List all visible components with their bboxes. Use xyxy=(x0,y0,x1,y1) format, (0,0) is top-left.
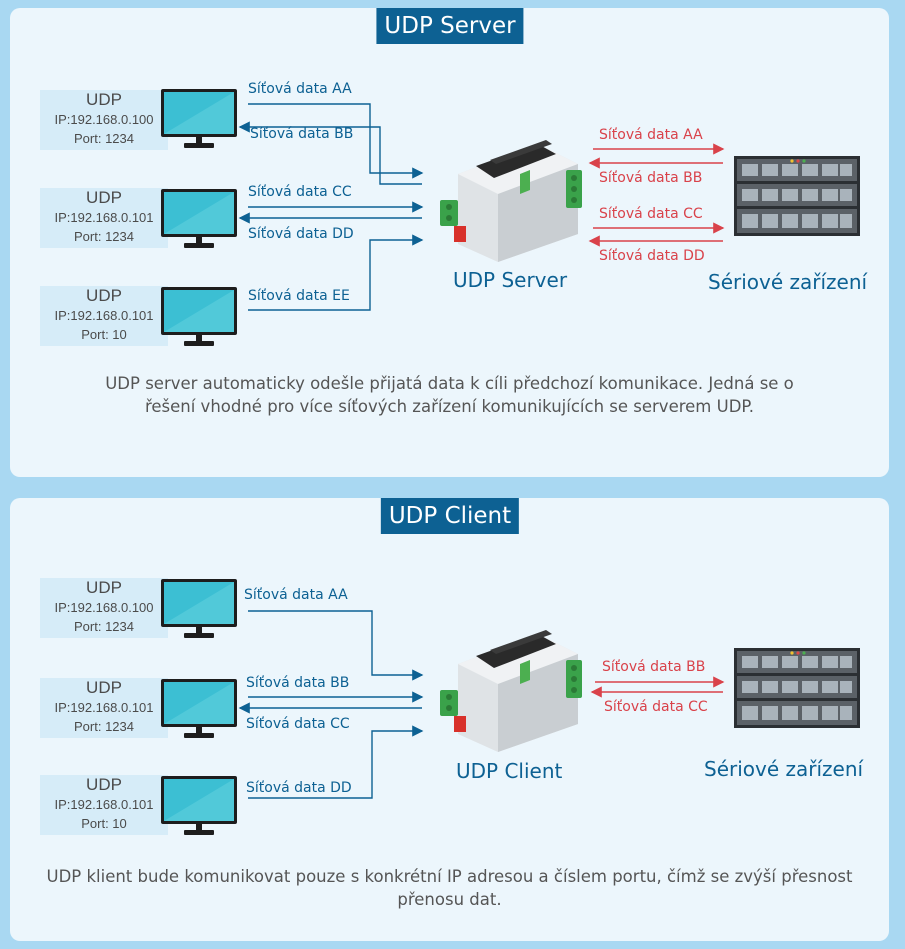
serial-device-label: Sériové zařízení xyxy=(708,270,868,294)
monitor-icon xyxy=(161,679,237,738)
host-2: UDP IP:192.168.0.101 Port: 1234 xyxy=(40,188,168,248)
net-label-cc: Síťová data CC xyxy=(246,716,350,732)
host-port: Port: 1234 xyxy=(74,719,134,734)
arrow-aa xyxy=(248,103,424,179)
host-port: Port: 10 xyxy=(81,816,127,831)
serial-label-bb: Síťová data BB xyxy=(599,170,703,186)
monitor-icon xyxy=(161,579,237,638)
monitor-icon xyxy=(161,189,237,248)
device-label: UDP Client xyxy=(456,759,563,783)
net-label-aa: Síťová data AA xyxy=(248,81,352,97)
serial-server-device-icon xyxy=(440,140,582,262)
description: UDP server automaticky odešle přijatá da… xyxy=(105,374,794,416)
monitor-icon xyxy=(161,89,237,148)
host-title: UDP xyxy=(86,286,122,305)
udp-server-panel: UDP Server UDP IP:192.168.0.100 xyxy=(10,8,889,477)
panel-title: UDP Client xyxy=(380,498,520,534)
host-ip: IP:192.168.0.101 xyxy=(54,308,154,323)
host-ip: IP:192.168.0.100 xyxy=(54,112,154,127)
serial-server-device-icon xyxy=(440,630,582,752)
host-ip: IP:192.168.0.100 xyxy=(54,600,154,615)
host-3: UDP IP:192.168.0.101 Port: 10 xyxy=(40,286,168,346)
host-3: UDP IP:192.168.0.101 Port: 10 xyxy=(40,775,168,835)
host-title: UDP xyxy=(86,775,122,794)
server-rack-icon xyxy=(734,648,860,728)
host-title: UDP xyxy=(86,188,122,207)
description: UDP klient bude komunikovat pouze s konk… xyxy=(46,867,853,909)
host-title: UDP xyxy=(86,578,122,597)
host-ip: IP:192.168.0.101 xyxy=(54,797,154,812)
host-port: Port: 1234 xyxy=(74,229,134,244)
host-2: UDP IP:192.168.0.101 Port: 1234 xyxy=(40,678,168,738)
host-port: Port: 1234 xyxy=(74,131,134,146)
net-label-bb: Síťová data BB xyxy=(246,675,350,691)
connection-lines xyxy=(238,103,725,311)
arrow-bb xyxy=(238,121,422,185)
serial-label-aa: Síťová data AA xyxy=(599,127,703,143)
host-title: UDP xyxy=(86,678,122,697)
connection-lines xyxy=(238,610,725,799)
serial-label-cc: Síťová data CC xyxy=(599,206,703,222)
monitor-icon xyxy=(161,776,237,835)
net-label-aa: Síťová data AA xyxy=(244,587,348,603)
net-label-dd: Síťová data DD xyxy=(248,226,354,242)
host-ip: IP:192.168.0.101 xyxy=(54,210,154,225)
serial-label-dd: Síťová data DD xyxy=(599,248,705,264)
host-1: UDP IP:192.168.0.100 Port: 1234 xyxy=(40,90,168,150)
serial-label-cc: Síťová data CC xyxy=(604,699,708,715)
monitor-icon xyxy=(161,287,237,346)
serial-label-bb: Síťová data BB xyxy=(602,659,706,675)
net-label-bb: Síťová data BB xyxy=(250,126,354,142)
device-label: UDP Server xyxy=(453,268,568,292)
host-port: Port: 1234 xyxy=(74,619,134,634)
panel-title: UDP Server xyxy=(376,8,524,44)
arrow-aa xyxy=(248,610,424,681)
host-title: UDP xyxy=(86,90,122,109)
net-label-ee: Síťová data EE xyxy=(248,288,350,304)
host-ip: IP:192.168.0.101 xyxy=(54,700,154,715)
net-label-dd: Síťová data DD xyxy=(246,780,352,796)
net-label-cc: Síťová data CC xyxy=(248,184,352,200)
serial-device-label: Sériové zařízení xyxy=(704,757,864,781)
host-port: Port: 10 xyxy=(81,327,127,342)
arrow-ee xyxy=(248,234,424,311)
arrow-dd xyxy=(248,725,424,799)
host-1: UDP IP:192.168.0.100 Port: 1234 xyxy=(40,578,168,638)
udp-client-panel: UDP Client UDP IP:192.168.0.100 Port: 12… xyxy=(10,498,889,941)
server-rack-icon xyxy=(734,156,860,236)
